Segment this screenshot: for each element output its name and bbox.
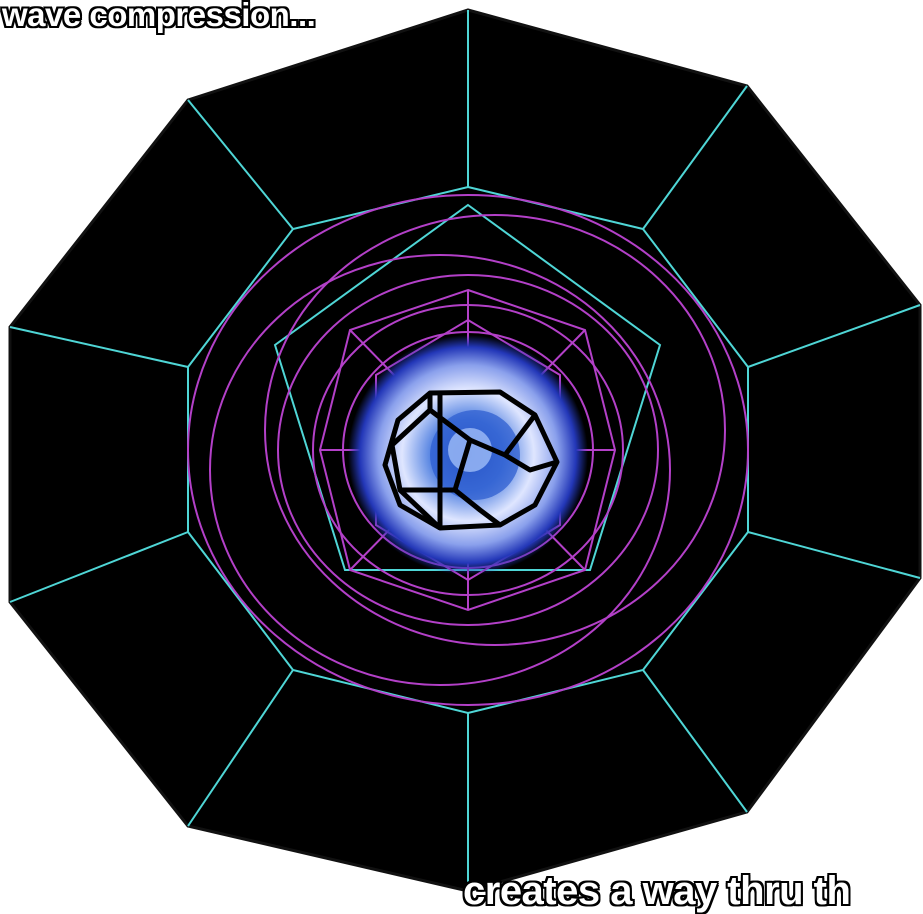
core-highlight [448,428,492,472]
caption-bottom: creates a way thru th [463,869,850,914]
caption-top: wave compression... [2,0,315,34]
